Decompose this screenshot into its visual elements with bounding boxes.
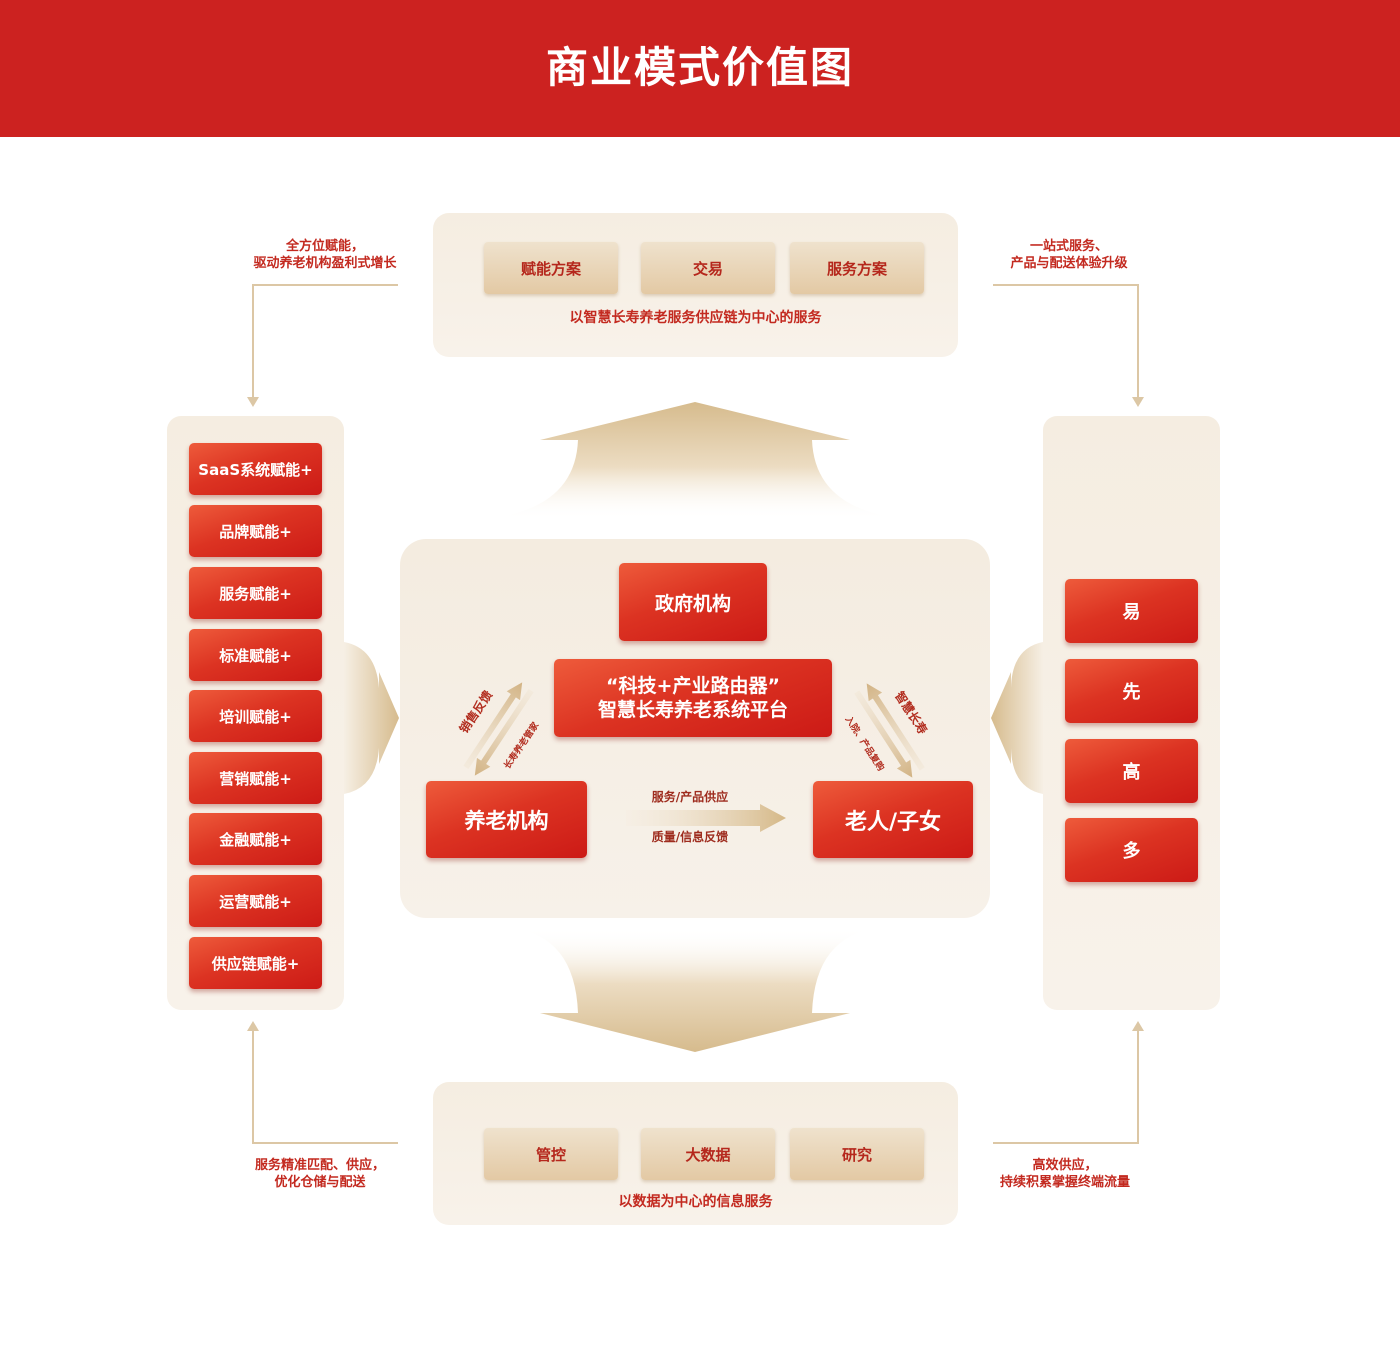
big-data-box: 大数据 <box>641 1128 775 1180</box>
note-top-right: 一站式服务、 产品与配送体验升级 <box>979 238 1159 272</box>
elderly-family-box: 老人/子女 <box>813 781 973 858</box>
platform-tagline: “科技+产业路由器” <box>606 675 780 697</box>
saas-empowerment-box: SaaS系统赋能+ <box>189 443 322 495</box>
transaction-box: 交易 <box>641 242 775 294</box>
down-arrow <box>510 928 880 1052</box>
connector-top-left <box>252 284 398 398</box>
platform-name: 智慧长寿养老系统平台 <box>597 699 788 721</box>
note-bottom-right: 高效供应， 持续积累掌握终端流量 <box>975 1157 1155 1191</box>
note-line: 驱动养老机构盈利式增长 <box>253 256 397 271</box>
right-arrow <box>991 642 1043 794</box>
government-box: 政府机构 <box>619 563 767 641</box>
note-line: 优化仓储与配送 <box>274 1175 366 1190</box>
title-banner: 商业模式价值图 <box>0 0 1400 137</box>
note-line: 高效供应， <box>1032 1158 1098 1173</box>
service-plan-box: 服务方案 <box>790 242 924 294</box>
note-line: 持续积累掌握终端流量 <box>999 1175 1130 1190</box>
experience-panel: 易 先 高 多 <box>1043 416 1220 1010</box>
connector-bottom-right <box>993 1030 1139 1144</box>
high-box: 高 <box>1065 739 1198 803</box>
connector-top-right <box>993 284 1139 398</box>
connector-top-right-arrowhead <box>1132 397 1144 407</box>
marketing-empowerment-box: 营销赋能+ <box>189 752 322 804</box>
up-arrow <box>470 402 920 520</box>
note-bottom-left: 服务精准匹配、供应， 优化仓储与配送 <box>230 1157 410 1191</box>
connector-bottom-left <box>252 1030 398 1144</box>
brand-empowerment-box: 品牌赋能+ <box>189 505 322 557</box>
standard-empowerment-box: 标准赋能+ <box>189 629 322 681</box>
training-empowerment-box: 培训赋能+ <box>189 690 322 742</box>
empowerment-panel: SaaS系统赋能+ 品牌赋能+ 服务赋能+ 标准赋能+ 培训赋能+ 营销赋能+ … <box>167 416 344 1010</box>
data-service-panel: 管控 大数据 研究 以数据为中心的信息服务 <box>433 1082 958 1225</box>
panel-caption: 以数据为中心的信息服务 <box>618 1194 773 1210</box>
first-box: 先 <box>1065 659 1198 723</box>
connector-bottom-left-arrowhead <box>247 1021 259 1031</box>
service-empowerment-box: 服务赋能+ <box>189 567 322 619</box>
connector-bottom-right-arrowhead <box>1132 1021 1144 1031</box>
flow-label-supply: 服务/产品供应 <box>651 790 729 804</box>
control-box: 管控 <box>484 1128 618 1180</box>
note-line: 产品与配送体验升级 <box>1010 256 1128 271</box>
note-line: 全方位赋能， <box>285 239 364 254</box>
many-box: 多 <box>1065 818 1198 882</box>
note-line: 服务精准匹配、供应， <box>254 1158 385 1173</box>
easy-box: 易 <box>1065 579 1198 643</box>
note-line: 一站式服务、 <box>1029 239 1108 254</box>
finance-empowerment-box: 金融赋能+ <box>189 813 322 865</box>
platform-box: “科技+产业路由器” 智慧长寿养老系统平台 <box>554 659 832 737</box>
elderly-care-institution-box: 养老机构 <box>426 781 587 858</box>
empowerment-plan-box: 赋能方案 <box>484 242 618 294</box>
panel-caption: 以智慧长寿养老服务供应链为中心的服务 <box>569 310 822 326</box>
platform-core-panel: 政府机构 “科技+产业路由器” 智慧长寿养老系统平台 养老机构 老人/子女 服务… <box>400 539 990 918</box>
left-arrow <box>344 642 399 794</box>
supply-chain-empowerment-box: 供应链赋能+ <box>189 937 322 989</box>
operation-empowerment-box: 运营赋能+ <box>189 875 322 927</box>
flow-label-feedback: 质量/信息反馈 <box>651 830 729 844</box>
page-title: 商业模式价值图 <box>545 43 854 92</box>
note-top-left: 全方位赋能， 驱动养老机构盈利式增长 <box>235 238 415 272</box>
connector-top-left-arrowhead <box>247 397 259 407</box>
research-box: 研究 <box>790 1128 924 1180</box>
supply-chain-service-panel: 赋能方案 交易 服务方案 以智慧长寿养老服务供应链为中心的服务 <box>433 213 958 357</box>
